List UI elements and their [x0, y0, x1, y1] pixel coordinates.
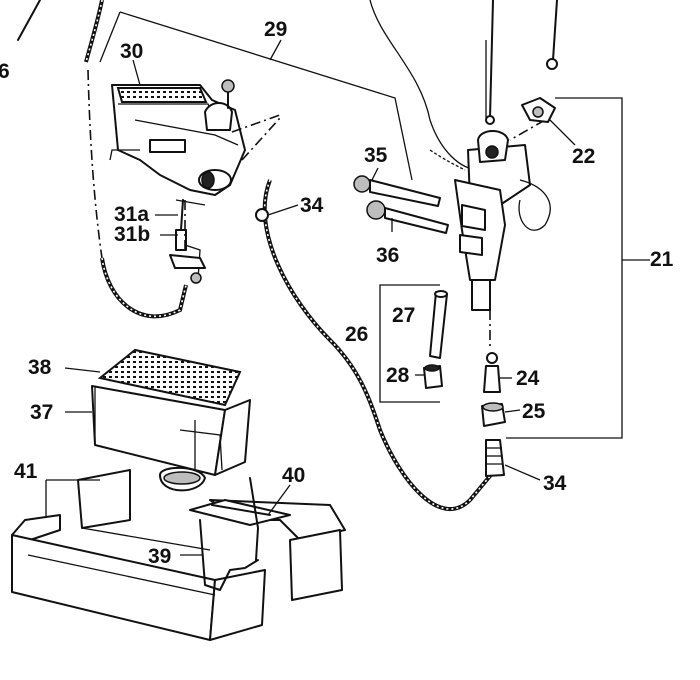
bracket-39-40 — [189, 477, 291, 591]
clip-22 — [521, 97, 556, 123]
label-35: 35 — [364, 144, 388, 167]
label-31a: 31a — [114, 203, 149, 226]
label-25: 25 — [522, 400, 546, 423]
leader-lines — [45, 39, 576, 556]
label-38: 38 — [28, 356, 52, 379]
label-40: 40 — [282, 464, 305, 487]
control-box — [91, 348, 251, 492]
rods-top — [369, 0, 558, 171]
cable-top-left — [17, 0, 104, 63]
label-34-upper: 34 — [300, 194, 324, 217]
label-39: 39 — [148, 545, 171, 568]
label-22: 22 — [572, 145, 595, 168]
label-21: 21 — [650, 248, 674, 271]
parts-24-25 — [481, 310, 506, 477]
cable-34-lower — [87, 69, 497, 511]
injector-27-28 — [423, 290, 448, 389]
label-6: 6 — [0, 60, 10, 83]
label-34-lower: 34 — [543, 472, 567, 495]
group-brackets — [99, 11, 650, 439]
label-24: 24 — [516, 367, 540, 390]
screws-35-36 — [353, 175, 449, 234]
label-41: 41 — [14, 460, 38, 483]
gas-valve-assembly — [429, 119, 551, 311]
label-27: 27 — [392, 304, 415, 327]
label-31b: 31b — [114, 223, 150, 246]
burner-assembly — [109, 79, 281, 196]
label-37: 37 — [30, 401, 53, 424]
part-labels: 6 30 29 35 22 31a 31b 34 36 21 27 26 38 … — [0, 18, 674, 568]
label-28: 28 — [386, 364, 410, 387]
thermocouple-31 — [169, 199, 206, 284]
label-36: 36 — [376, 244, 399, 267]
tray-41 — [11, 469, 346, 641]
label-30: 30 — [120, 40, 143, 63]
label-26: 26 — [345, 323, 368, 346]
label-29: 29 — [264, 18, 287, 41]
